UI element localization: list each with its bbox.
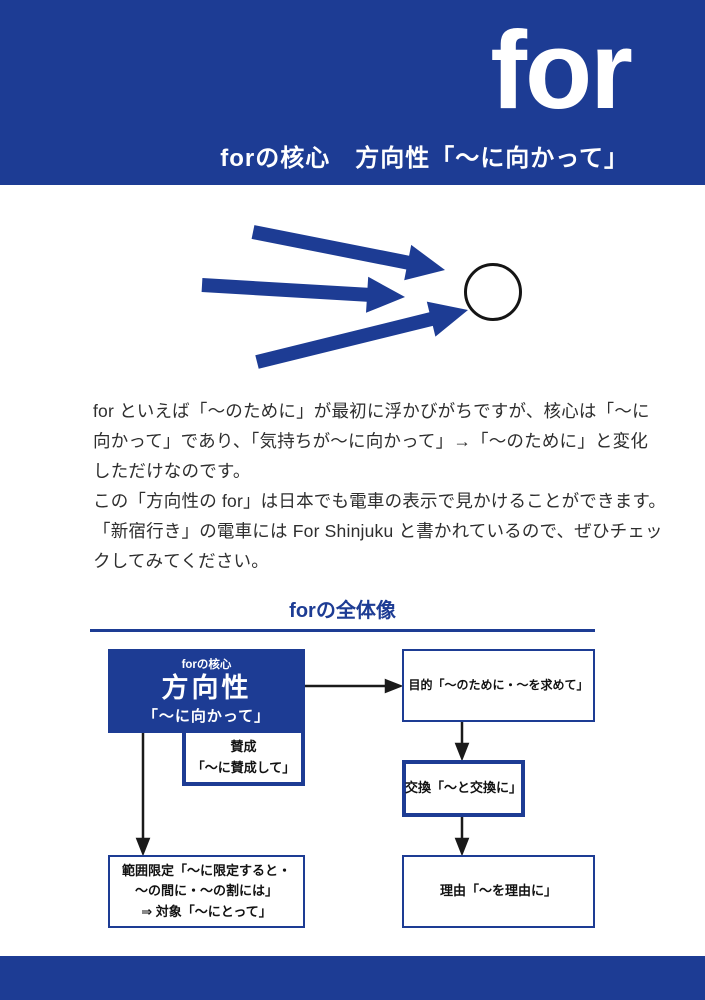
- text-line: 「新宿行き」の電車には For Shinjuku と書かれているので、ぜひチェッ: [93, 521, 663, 541]
- header-subtitle: forの核心 方向性「〜に向かって」: [220, 145, 629, 172]
- page-title: for: [490, 9, 633, 132]
- diagram-box-purpose: 目的「〜のために・〜を求めて」: [402, 649, 595, 722]
- text-line: クしてみてください。: [93, 551, 269, 571]
- intro-paragraph-2: この「方向性の for」は日本でも電車の表示で見かけることができます。 「新宿行…: [93, 486, 667, 576]
- header-banner: for forの核心 方向性「〜に向かって」: [0, 0, 705, 185]
- converging-arrow-middle-icon: [201, 276, 405, 313]
- intro-paragraph-1: for といえば「〜のために」が最初に浮かびがちですが、核心は「〜に 向かって」…: [93, 396, 650, 486]
- diagram-box-approval: 賛成 「〜に賛成して」: [182, 729, 305, 786]
- box-label-line: 「〜に賛成して」: [191, 759, 296, 775]
- text-line: for といえば「〜のために」が最初に浮かびがちですが、核心は「〜に: [93, 401, 650, 421]
- footer-banner: [0, 956, 705, 1000]
- text-line: 向かって」であり、「気持ちが〜に向かって」→「〜のために」と変化: [93, 431, 649, 451]
- box-label-line: 範囲限定「〜に限定すると・: [121, 863, 291, 879]
- converging-arrow-bottom-icon: [255, 301, 468, 369]
- text-line: しただけなのです。: [93, 461, 251, 481]
- arrowhead-down-icon: [454, 742, 470, 762]
- diagram-title: forの全体像: [289, 600, 396, 622]
- arrowhead-down-icon: [454, 837, 470, 857]
- converging-arrows-graphic: [201, 225, 522, 369]
- core-box-caption: forの核心: [181, 659, 232, 672]
- box-label: 交換「〜と交換に」: [405, 780, 523, 796]
- target-circle-icon: [464, 263, 522, 321]
- diagram-box-reason: 理由「〜を理由に」: [402, 855, 595, 928]
- diagram-box-range-limit: 範囲限定「〜に限定すると・ 〜の間に・〜の割には」 ⇒ 対象「〜にとって」: [108, 855, 305, 928]
- box-label-line: 〜の間に・〜の割には」: [134, 883, 278, 899]
- diagram-connectors: [135, 678, 470, 857]
- diagram-box-core: forの核心 方向性 「〜に向かって」: [108, 649, 305, 733]
- box-label-line: 賛成: [230, 739, 257, 755]
- core-box-main-label: 方向性: [161, 673, 252, 704]
- arrowhead-down-icon: [135, 837, 151, 857]
- box-label-line: ⇒ 対象「〜にとって」: [141, 903, 272, 919]
- core-box-sub-label: 「〜に向かって」: [142, 707, 271, 725]
- text-line: この「方向性の for」は日本でも電車の表示で見かけることができます。: [93, 491, 667, 511]
- arrowhead-right-icon: [384, 678, 404, 694]
- box-label: 理由「〜を理由に」: [439, 883, 557, 899]
- diagram-box-exchange: 交換「〜と交換に」: [402, 760, 525, 817]
- box-label: 目的「〜のために・〜を求めて」: [408, 678, 589, 693]
- intro-text: for といえば「〜のために」が最初に浮かびがちですが、核心は「〜に 向かって」…: [93, 396, 667, 576]
- diagram-title-underline: [90, 629, 595, 632]
- converging-arrow-top-icon: [251, 225, 445, 281]
